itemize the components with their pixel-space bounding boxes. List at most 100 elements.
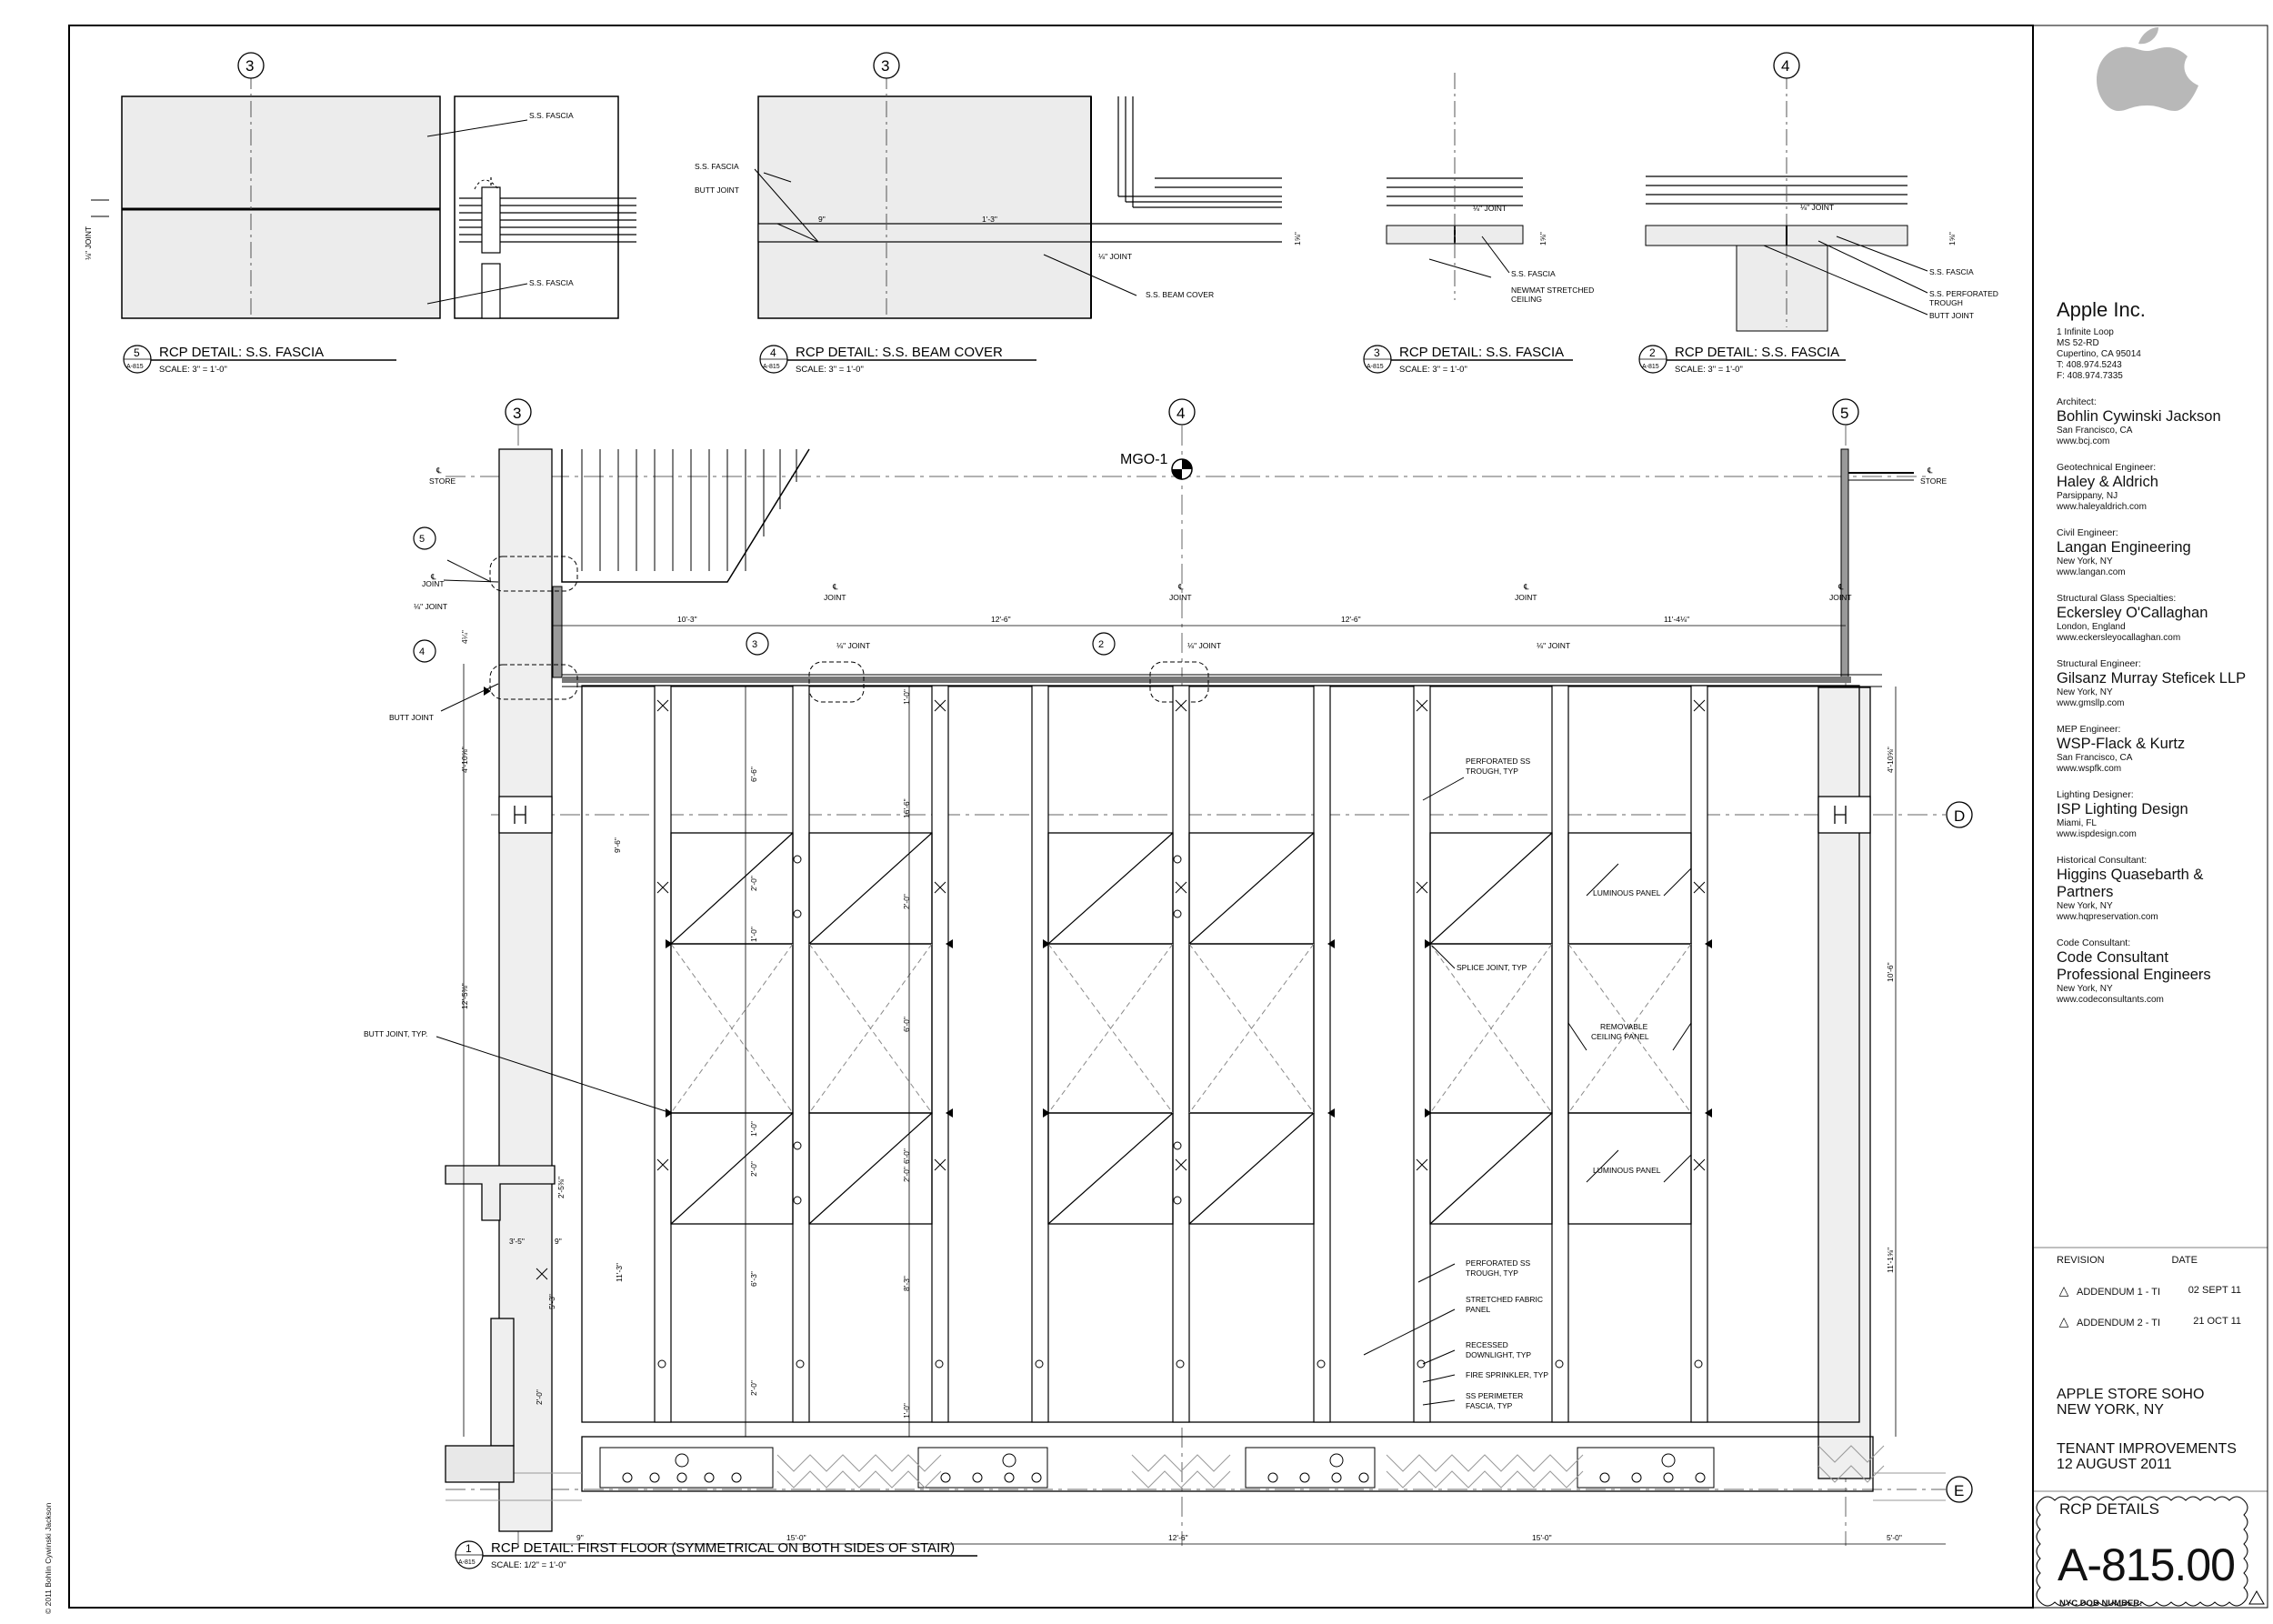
grid-bubble-d2: 4 [1781, 57, 1789, 75]
top-dim-1: 10'-3" [677, 615, 697, 624]
detail-number: 5 [134, 346, 140, 359]
d3-note-3: NEWMAT STRETCHED [1511, 286, 1594, 295]
detail-title-text: RCP DETAIL: S.S. BEAM COVER [796, 345, 1003, 360]
consultant-role: Lighting Designer: [2057, 789, 2134, 800]
consultant-detail: www.langan.com [2057, 567, 2126, 577]
note-recessed-a: RECESSED [1466, 1340, 1508, 1349]
project-line: APPLE STORE SOHO [2057, 1387, 2205, 1402]
d5-note-3: ⅛" JOINT [84, 226, 93, 260]
left-dim-10: 2'-0" [535, 1389, 544, 1405]
grid-bubble-d4: 3 [881, 57, 889, 75]
inner-dim-9: 1'-0" [902, 689, 911, 705]
right-dims: 4'-10⅝" 10'-6" 11'-1⅝" [1886, 747, 1895, 1273]
plan-callout-3: 3 [752, 639, 757, 650]
inner-dim-12: 6'-0" [902, 1148, 911, 1164]
joint-cl-3: JOINT [1515, 593, 1537, 602]
bottom-dim-5: 5'-0" [1887, 1533, 1902, 1542]
left-dim-2: 4'-10⅝" [460, 747, 469, 773]
revision-date: 21 OCT 11 [2193, 1316, 2241, 1327]
d2-dim: 1⅝" [1948, 232, 1957, 246]
consultant-detail: San Francisco, CA [2057, 753, 2133, 763]
detail-sheet-ref: A-815 [1367, 364, 1384, 370]
left-dim-6: 3'-5" [509, 1237, 525, 1246]
d2-note-3: S.S. PERFORATED [1929, 289, 1998, 298]
plan-joint-3: ⅛" JOINT [1187, 641, 1221, 650]
detail-4-drawing: S.S. FASCIA BUTT JOINT 9" 1'-3" ⅛" JOINT… [695, 73, 1302, 319]
project-name: APPLE STORE SOHO NEW YORK, NY [2057, 1387, 2204, 1418]
left-dim-5: 2'-5⅜" [556, 1177, 566, 1198]
consultant-role: Geotechnical Engineer: [2057, 462, 2157, 473]
joint-cl-marks: ℄ JOINT ℄ JOINT ℄ JOINT ℄ JOINT [824, 582, 1852, 602]
owner-address-line: Cupertino, CA 95014 [2057, 349, 2141, 359]
consultant-role: Architect: [2057, 396, 2097, 407]
dob-number-label: NYC DOB NUMBER: [2059, 1599, 2143, 1609]
plan-grid-5: 5 [1840, 405, 1848, 422]
note-sprinkler: FIRE SPRINKLER, TYP [1466, 1370, 1548, 1379]
d5-note-1: S.S. FASCIA [529, 111, 574, 120]
right-dim-3: 11'-1⅝" [1886, 1248, 1895, 1273]
revision-label: ADDENDUM 2 - TI [2077, 1317, 2161, 1328]
consultant-detail: www.haleyaldrich.com [2057, 502, 2147, 512]
inner-dim-4: 6'-0" [902, 1017, 911, 1032]
d2-note-2: S.S. FASCIA [1929, 267, 1974, 276]
inner-dim-14: 8'-3" [902, 1276, 911, 1291]
joint-cl-1: JOINT [824, 593, 846, 602]
project-phase: TENANT IMPROVEMENTS 12 AUGUST 2011 [2057, 1441, 2237, 1472]
revision-header: REVISION [2057, 1255, 2105, 1266]
detail-scale-text: SCALE: 3" = 1'-0" [796, 365, 864, 375]
joint-cl-4-sym: ℄ [1837, 582, 1844, 591]
consultant-name: Langan Engineering [2057, 539, 2191, 556]
consultant-detail: New York, NY [2057, 556, 2113, 566]
phase-line: TENANT IMPROVEMENTS [2057, 1441, 2237, 1457]
consultant-name: WSP-Flack & Kurtz [2057, 736, 2186, 752]
detail-title-text: RCP DETAIL: S.S. FASCIA [159, 345, 324, 360]
inner-dim-1: 6'-6" [749, 767, 758, 782]
note-perf-trough-2b: TROUGH, TYP [1466, 1268, 1518, 1278]
store-cl-right-sym: ℄ [1927, 466, 1933, 475]
plan-grid-4: 4 [1177, 405, 1185, 422]
d4-note-1: S.S. FASCIA [695, 162, 739, 171]
mgo-label: MGO-1 [1120, 452, 1168, 467]
note-stretched-b: PANEL [1466, 1305, 1491, 1314]
d4-note-4: S.S. BEAM COVER [1146, 290, 1214, 299]
consultant-role: Historical Consultant: [2057, 855, 2148, 866]
inner-dim-5: 1'-0" [749, 1121, 758, 1137]
store-cl-left: STORE [429, 476, 456, 486]
joint-cl-2: JOINT [1169, 593, 1192, 602]
consultant-role: Structural Engineer: [2057, 658, 2141, 669]
note-perf-trough-1a: PERFORATED SS [1466, 757, 1530, 766]
consultant-role: Civil Engineer: [2057, 527, 2118, 538]
joint-cl-2-sym: ℄ [1177, 582, 1184, 591]
consultant-role: MEP Engineer: [2057, 724, 2121, 735]
right-dim-2: 10'-6" [1886, 962, 1895, 982]
inner-dim-10: 16'-6" [902, 798, 911, 818]
consultant-name: Code Consultant [2057, 949, 2168, 966]
inner-dim-2: 2'-0" [749, 876, 758, 891]
consultant-detail: www.gmsllp.com [2057, 698, 2125, 708]
revision-row: △ADDENDUM 1 - TI 02 SEPT 11 [2057, 1275, 2261, 1306]
bottom-dim-4: 15'-0" [1532, 1533, 1552, 1542]
left-dim-3: 9'-6" [613, 837, 622, 853]
left-dim-9: 11'-3" [615, 1263, 624, 1282]
consultant-name: Higgins Quasebarth & Partners [2057, 867, 2204, 900]
consultant-detail: www.bcj.com [2057, 436, 2110, 446]
plan-grid-E: E [1954, 1482, 1964, 1499]
consultant-name: Professional Engineers [2057, 967, 2211, 983]
note-butt-joint-typ: BUTT JOINT, TYP. [364, 1029, 427, 1038]
consultant-name: Bohlin Cywinski Jackson [2057, 408, 2221, 425]
plan-callout-2: 2 [1098, 639, 1104, 650]
detail-5-drawing: S.S. FASCIA S.S. FASCIA ⅛" JOINT [84, 73, 636, 319]
consultant-detail: www.wspfk.com [2057, 764, 2122, 774]
plan-notes: BUTT JOINT, TYP. PERFORATED SS TROUGH, T… [364, 757, 1661, 1410]
detail-3-drawing: ⅛" JOINT S.S. FASCIA NEWMAT STRETCHED CE… [1386, 73, 1594, 304]
store-cl-left-sym: ℄ [436, 466, 442, 475]
note-perf-trough-1b: TROUGH, TYP [1466, 767, 1518, 776]
